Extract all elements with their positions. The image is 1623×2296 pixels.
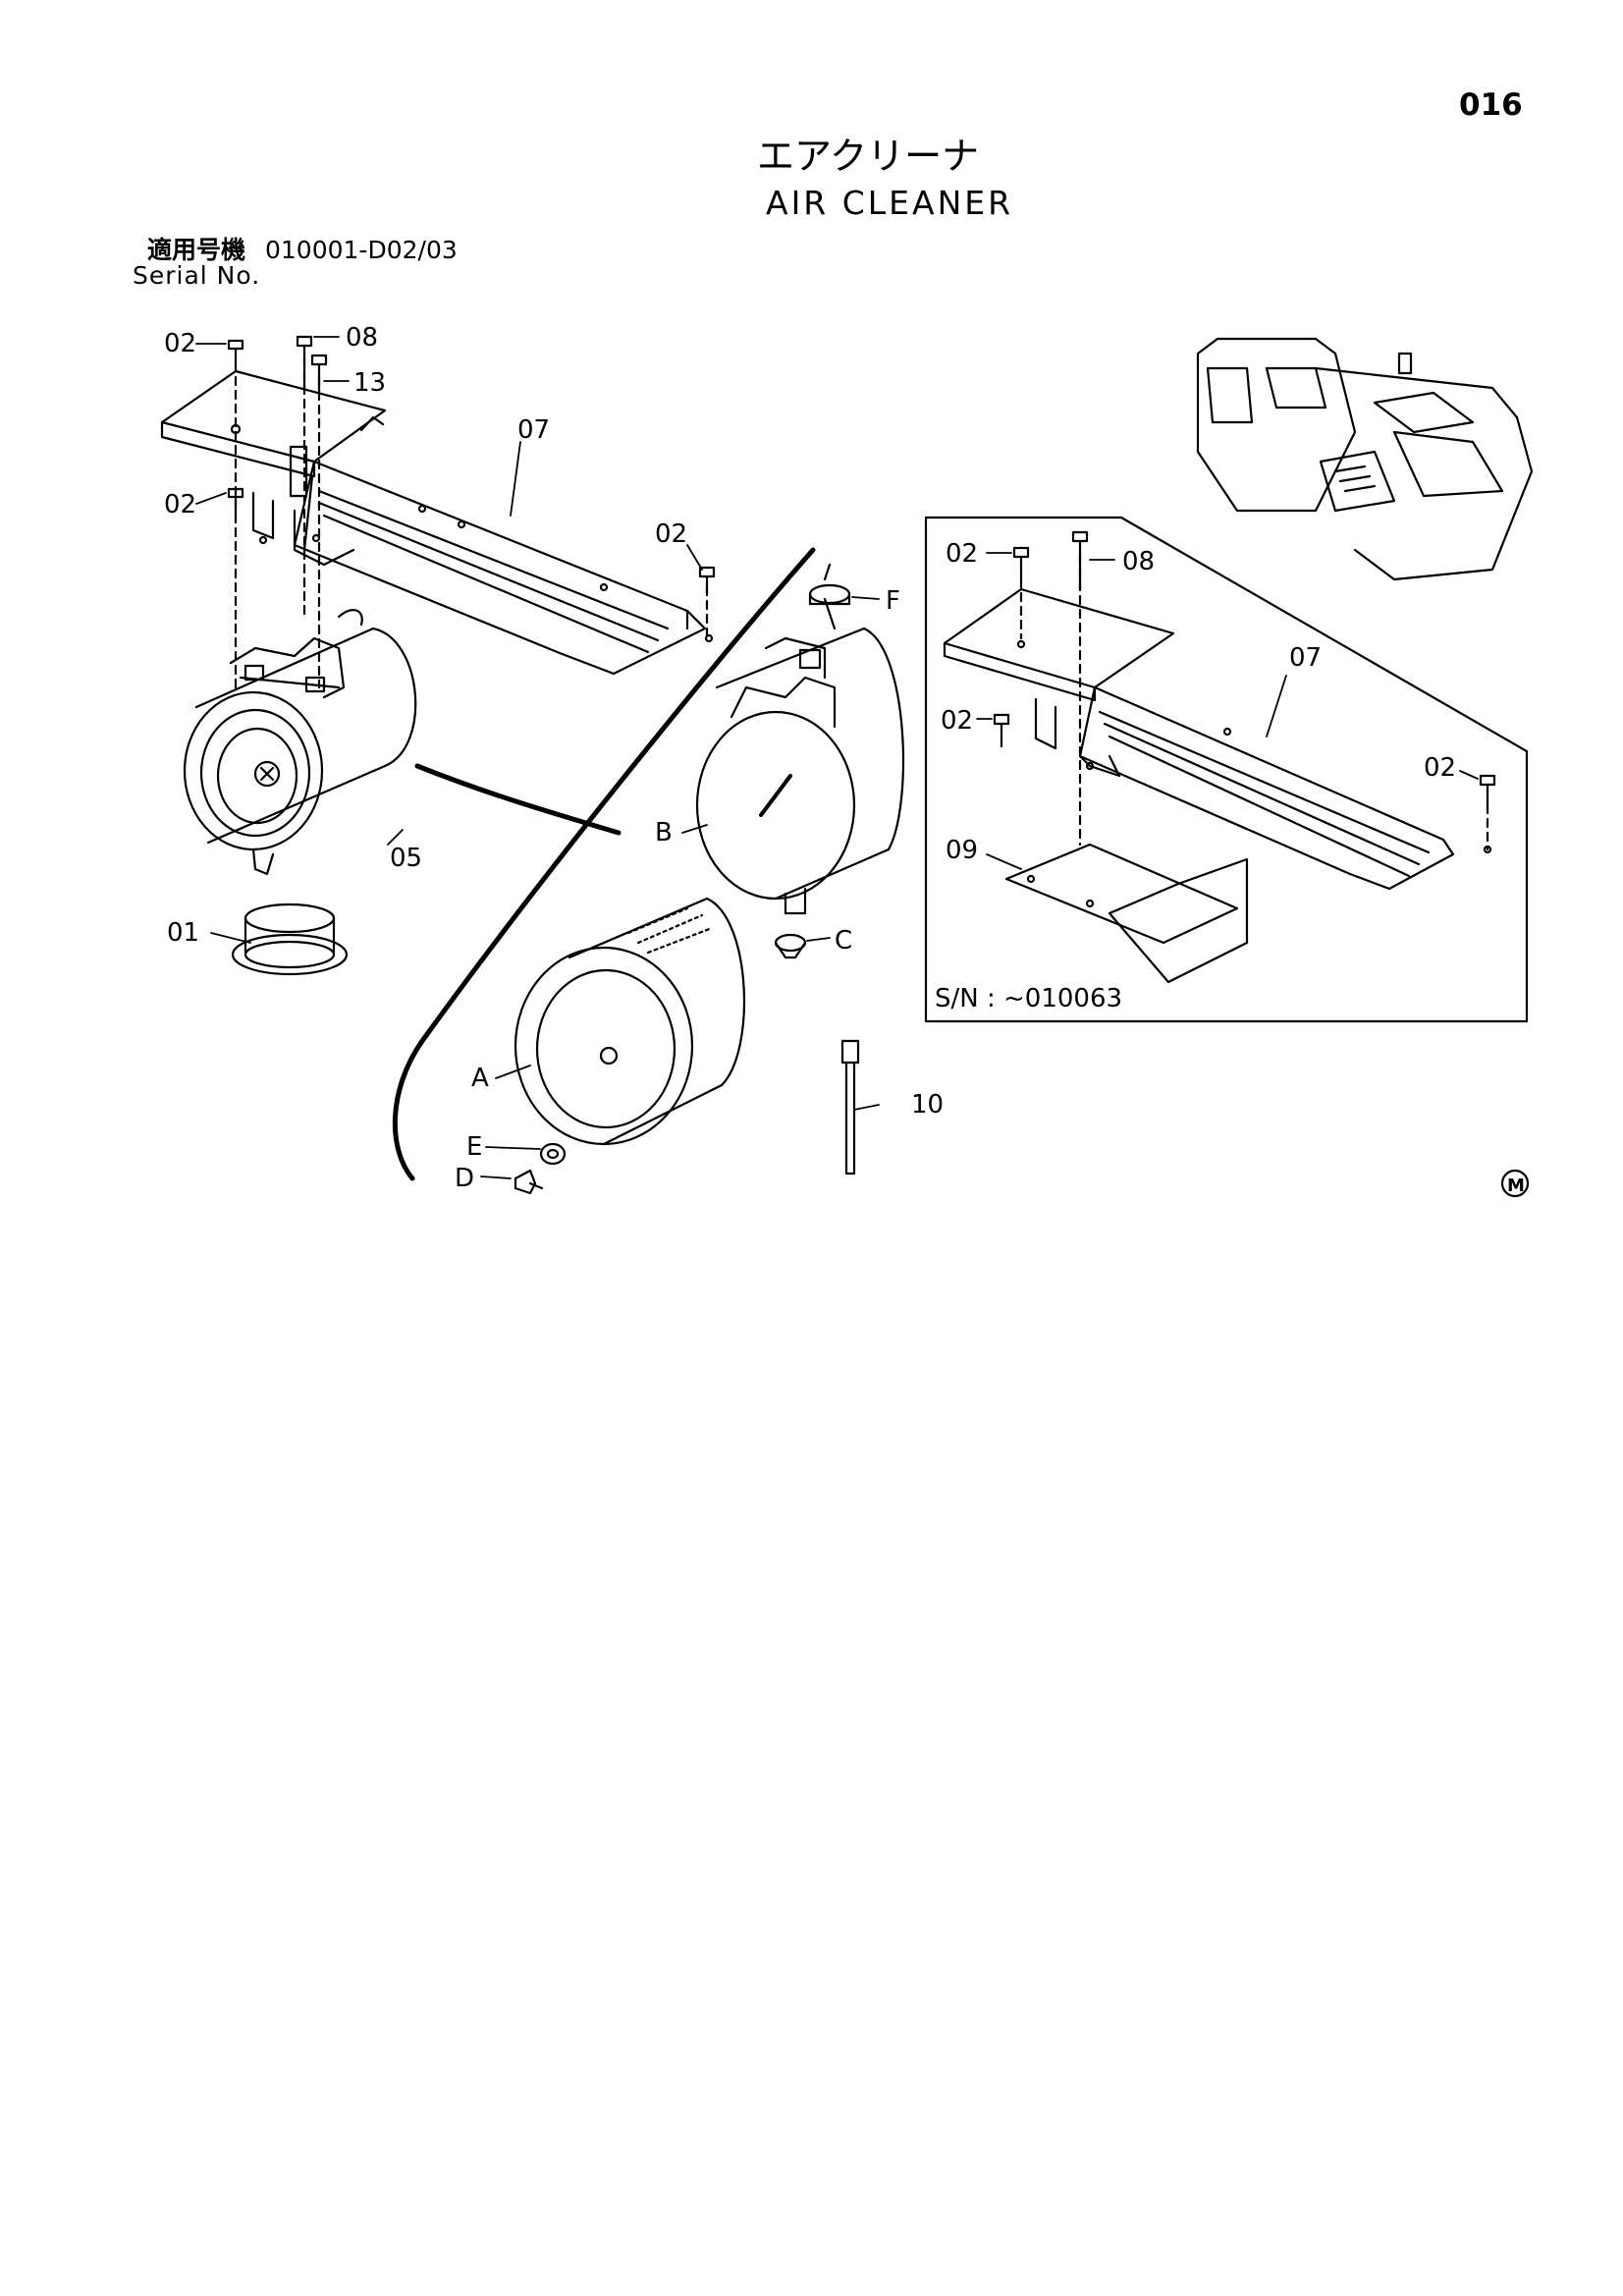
air-cleaner-housing [183,609,417,876]
page-number: 016 [1459,87,1523,123]
callout-label: 07 [1289,643,1322,673]
serial-range: 010001-D02/03 [265,236,458,264]
callout-label: F [886,586,900,616]
serial-label-japanese: 適用号機 [147,236,246,264]
callout-label: C [835,926,852,956]
vacuator-valve [774,933,807,959]
callout-label: 01 [167,918,199,948]
callout-label: 05 [390,844,422,873]
title-japanese: エアクリーナ [757,135,980,178]
callout-label: 08 [1122,547,1155,576]
inset-bracket-assembly [943,553,1492,984]
callout-label: A [471,1064,489,1093]
inset-frame [924,516,1529,1023]
callout-leaders [195,336,1479,1179]
cable-tie [840,1039,860,1175]
callout-label: E [466,1132,482,1162]
main-bracket-assembly [160,356,714,689]
washer-and-wing-nut [514,1142,567,1195]
callout-label: D [455,1164,474,1193]
filter-element [514,897,746,1146]
dust-cap [231,902,349,976]
callout-label: 02 [946,539,978,569]
callout-label: 02 [1424,753,1456,783]
bolt-icon [227,335,716,596]
breakdown-arrow [414,763,622,836]
callout-label: 10 [911,1090,944,1120]
maker-mark-letter: M [1507,1175,1525,1196]
maker-mark-icon [1500,1169,1530,1198]
callout-label: 08 [346,323,378,353]
callout-label: B [655,818,673,847]
title-english: AIR CLEANER [766,184,1014,222]
callout-label: 02 [941,706,973,736]
callout-label: 02 [655,519,687,549]
inset-serial-note: S/N : ~010063 [935,984,1122,1013]
housing-exploded [695,597,905,915]
restriction-indicator [808,563,851,606]
callout-label: 02 [164,490,196,519]
bolt-icon [993,530,1496,807]
callout-label: 07 [517,415,550,445]
callout-label: 09 [946,836,978,865]
excavator-icon [1196,337,1534,581]
breakdown-divider [392,547,816,1181]
callout-label: 02 [164,329,196,358]
serial-label-english: Serial No. [133,261,261,290]
callout-label: 13 [353,368,386,398]
